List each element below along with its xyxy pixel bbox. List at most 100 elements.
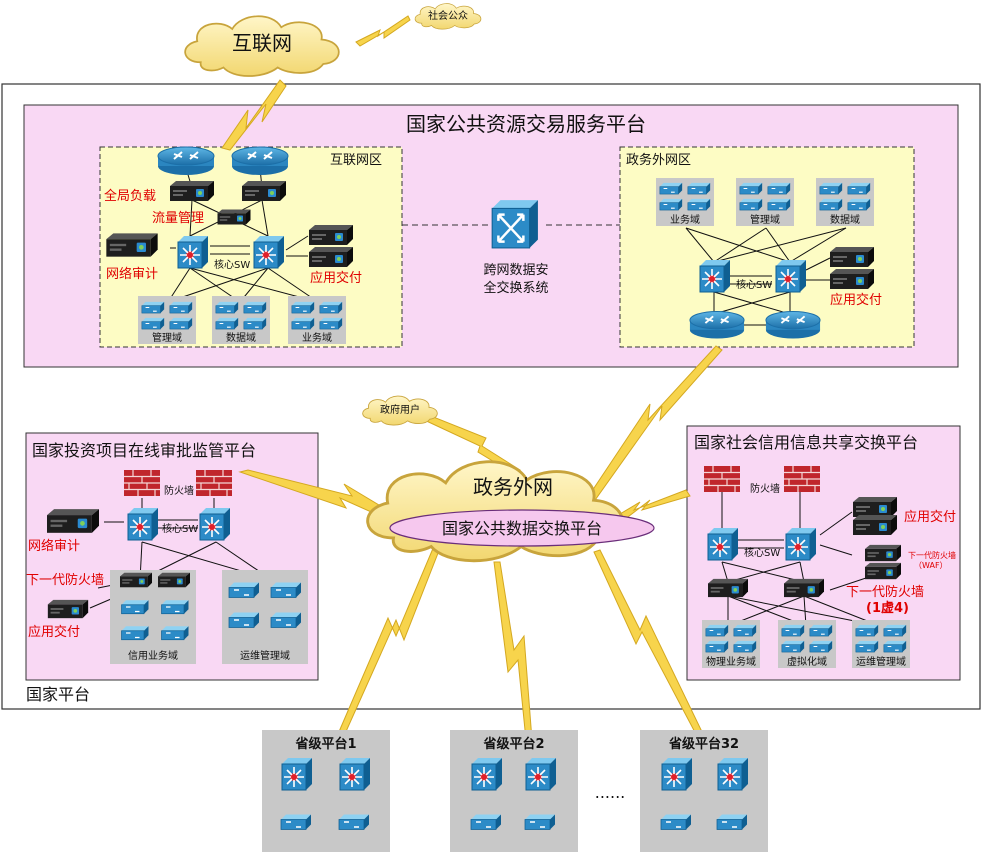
waf-icon [865,562,901,580]
switch-icon [291,301,315,314]
cross-exchange-line2: 全交换系统 [483,280,548,296]
province-title: 省级平台32 [668,736,739,752]
cross-exchange-icon [490,198,540,250]
net-audit-label: 网络审计 [106,266,158,282]
domain-label: 数据域 [226,331,256,344]
switch-icon [291,317,315,330]
firewall-icon [124,470,160,496]
waf-label-line2: （WAF） [914,561,948,570]
core-switch-icon [785,527,817,561]
switch-icon [338,813,370,831]
firewall-label: 防火墙 [750,482,780,495]
internet-zone-title: 互联网区 [330,153,382,168]
global-lb-label: 全局负载 [104,188,156,204]
switch-icon [705,640,729,653]
invest-platform-title: 国家投资项目在线审批监管平台 [32,441,256,460]
waf-label-line1: 下一代防火墙 [908,550,956,560]
switch-icon [120,625,150,641]
app-appliance-icon [47,599,89,619]
core-sw-label: 核心SW [736,278,772,291]
gov-zone-title: 政务外网区 [626,152,691,168]
app-delivery-icon [853,515,897,535]
switch-icon [270,581,302,599]
switch-icon [847,182,871,195]
switch-icon [319,317,343,330]
switch-icon [847,198,871,211]
switch-icon [781,640,805,653]
domain-label: 业务域 [670,213,700,226]
switch-icon [215,301,239,314]
domain-label: 物理业务域 [706,655,756,668]
core-switch-icon [199,507,231,541]
switch-icon [767,198,791,211]
router-icon [764,310,822,340]
switch-icon [470,813,502,831]
switch-icon [819,198,843,211]
switch-icon [781,624,805,637]
app-delivery-label: 应用交付 [28,624,80,640]
traffic-appliance-icon [217,209,251,225]
domain-label: 虚拟化域 [787,655,827,668]
credit-domains [702,620,910,668]
core-sw-label: 核心SW [744,546,780,559]
switch-icon [687,198,711,211]
switch-icon [524,813,556,831]
switch-icon [160,625,190,641]
app-delivery-label: 应用交付 [830,292,882,308]
switch-icon [767,182,791,195]
gov-network-cloud: 政务外网 国家公共数据交换平台 [365,460,655,563]
province-ellipsis: ...... [595,783,626,802]
traffic-mgmt-label: 流量管理 [152,211,204,226]
switch-icon [855,640,879,653]
firewall-icon [196,470,232,496]
core-switch-icon [717,757,749,791]
internet-cloud: 互联网 [184,15,340,77]
ngfw-icon [708,578,748,598]
cross-exchange-line1: 跨网数据安 [483,263,548,278]
firewall-icon [704,466,740,492]
switch-icon [716,813,748,831]
switch-icon [280,813,312,831]
core-switch-icon [339,757,371,791]
firewall-label: 防火墙 [164,484,194,497]
internet-zone-domains [138,296,346,344]
core-switch-icon [281,757,313,791]
gov-zone-domains [656,178,874,226]
app-delivery-label: 应用交付 [310,270,362,286]
core-switch-icon [127,507,159,541]
switch-icon [809,640,833,653]
app-delivery-icon [309,247,353,267]
core-switch-icon [661,757,693,791]
switch-icon [883,624,907,637]
app-delivery-icon [830,269,874,289]
audit-appliance-icon [47,509,99,533]
router-icon [231,146,289,176]
waf-icon [865,544,901,562]
core-switch-icon [177,235,209,269]
switch-icon [883,640,907,653]
switch-icon [659,198,683,211]
ngfw-label: 下一代防火墙 [846,584,924,600]
switch-icon [215,317,239,330]
domain-label: 业务域 [302,331,332,344]
domain-label: 运维管理域 [240,649,290,662]
switch-icon [270,611,302,629]
ngfw-icon [158,572,190,588]
switch-icon [687,182,711,195]
gov-user-label: 政府用户 [380,403,420,416]
ngfw-icon [784,578,824,598]
domain-label: 运维管理域 [856,655,906,668]
app-delivery-icon [830,247,874,267]
core-sw-label: 核心SW [214,258,250,271]
app-delivery-label: 应用交付 [904,509,956,525]
gov-network-label: 政务外网 [473,475,553,499]
invest-domains [110,570,308,664]
core-switch-icon [471,757,503,791]
switch-icon [120,599,150,615]
province-title: 省级平台1 [294,736,356,752]
switch-icon [739,198,763,211]
public-label: 社会公众 [428,9,468,22]
switch-icon [659,182,683,195]
core-switch-icon [253,235,285,269]
credit-platform-title: 国家社会信用信息共享交换平台 [694,433,918,452]
